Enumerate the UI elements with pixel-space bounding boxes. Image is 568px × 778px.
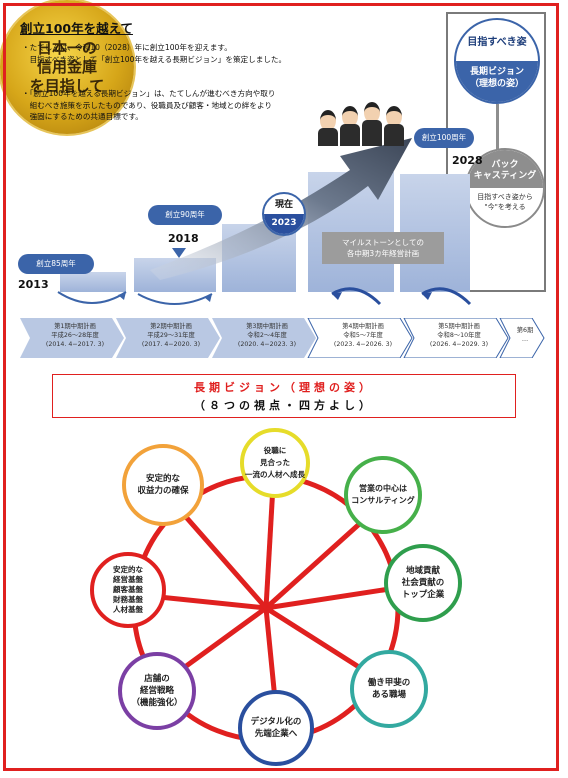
phase-2-span: (2017. 4−2020. 3) bbox=[141, 341, 201, 348]
phase-2-name: 第2期中期計画 bbox=[150, 323, 192, 330]
phase-5-span: (2026. 4−2029. 3) bbox=[429, 341, 489, 348]
phase-timeline: 第1期中期計画 平成26〜28年度 (2014. 4−2017. 3) 第2期中… bbox=[20, 318, 545, 358]
long-vision-label: 長期ビジョン （理想の姿） bbox=[456, 61, 538, 102]
phase-5-era: 令和8〜10年度 bbox=[437, 332, 481, 339]
intro-bullet-1: ・たてしんは、令和10（2028）年に創立100年を迎えます。 目指すべき姿とし… bbox=[22, 43, 287, 64]
phase-2: 第2期中期計画 平成29〜31年度 (2017. 4−2020. 3) bbox=[126, 318, 216, 358]
phase-3-span: (2020. 4−2023. 3) bbox=[237, 341, 297, 348]
phase-6-name: 第6期 bbox=[516, 327, 534, 334]
perspective-consulting: 営業の中心は コンサルティング bbox=[344, 456, 422, 534]
cycle-arrows bbox=[57, 287, 472, 306]
perspective-foundation: 安定的な 経営基盤 顧客基盤 財務基盤 人材基盤 bbox=[90, 552, 166, 628]
year-2018: 2018 bbox=[168, 232, 199, 245]
vision-banner-line2: （８つの視点・四方よし） bbox=[194, 399, 374, 412]
phase-4-name: 第4期中期計画 bbox=[342, 323, 384, 330]
phase-2-era: 平成29〜31年度 bbox=[147, 332, 195, 339]
backcasting-circle: バック キャスティング 目指すべき姿から "今"を考える bbox=[465, 148, 545, 228]
phase-6: 第6期 … bbox=[508, 318, 542, 358]
phase-4-era: 令和5〜7年度 bbox=[343, 332, 383, 339]
year-2018-marker-icon bbox=[172, 248, 186, 258]
vision-banner: 長期ビジョン（理想の姿） （８つの視点・四方よし） bbox=[52, 374, 516, 418]
phase-1-era: 平成26〜28年度 bbox=[51, 332, 99, 339]
vision-connector bbox=[496, 104, 499, 150]
ideal-text: （理想の姿） bbox=[469, 79, 524, 89]
intro-bullet-2: ・「創立100年を越える長期ビジョン」は、たてしんが進むべき方向や取り 組むべき… bbox=[22, 89, 276, 121]
phase-5: 第5期中期計画 令和8〜10年度 (2026. 4−2029. 3) bbox=[414, 318, 504, 358]
target-label: 目指すべき姿 bbox=[467, 37, 527, 48]
phase-6-era: … bbox=[521, 336, 529, 343]
page-title: 創立100年を越えて bbox=[20, 21, 133, 36]
anniv-85-label: 創立85周年 bbox=[18, 254, 94, 274]
milestone-box: マイルストーンとしての 各中期3カ年経営計画 bbox=[322, 232, 444, 264]
anniv-90-label: 創立90周年 bbox=[148, 205, 222, 225]
phase-arrows bbox=[20, 318, 545, 358]
perspective-branch: 店舗の 経営戦略 （機能強化） bbox=[118, 652, 196, 730]
phase-1: 第1期中期計画 平成26〜28年度 (2014. 4−2017. 3) bbox=[30, 318, 120, 358]
perspective-profitability: 安定的な 収益力の確保 bbox=[122, 444, 204, 526]
vision-circle: 目指すべき姿 長期ビジョン （理想の姿） bbox=[454, 18, 540, 104]
phase-3: 第3期中期計画 令和2〜4年度 (2020. 4−2023. 3) bbox=[222, 318, 312, 358]
phase-3-name: 第3期中期計画 bbox=[246, 323, 288, 330]
long-vision-text: 長期ビジョン bbox=[469, 67, 524, 77]
vision-banner-line1: 長期ビジョン（理想の姿） bbox=[194, 381, 374, 394]
staff-group-icon bbox=[318, 100, 414, 146]
page-frame bbox=[3, 3, 559, 771]
phase-3-era: 令和2〜4年度 bbox=[247, 332, 287, 339]
phase-1-name: 第1期中期計画 bbox=[54, 323, 96, 330]
year-2023: 2023 bbox=[264, 214, 304, 234]
year-2013: 2013 bbox=[18, 278, 49, 291]
bar-2013 bbox=[60, 272, 126, 292]
phase-5-name: 第5期中期計画 bbox=[438, 323, 480, 330]
current-label: 現在 bbox=[274, 200, 293, 210]
perspective-talent: 役職に 見合った 一流の人材へ成長 bbox=[240, 428, 310, 498]
phase-4: 第4期中期計画 令和5〜7年度 (2023. 4−2026. 3) bbox=[318, 318, 408, 358]
central-goal: 日本一の 信用金庫 を目指して bbox=[0, 0, 134, 134]
year-2028: 2028 bbox=[452, 154, 483, 167]
perspective-workplace: 働き甲斐の ある職場 bbox=[350, 650, 428, 728]
perspective-community: 地域貢献 社会貢献の トップ企業 bbox=[384, 544, 462, 622]
growth-arrow bbox=[150, 138, 412, 280]
anniv-100-label: 創立100周年 bbox=[414, 128, 474, 148]
current-marker: 現在 2023 bbox=[262, 192, 306, 236]
phase-1-span: (2014. 4−2017. 3) bbox=[45, 341, 105, 348]
perspective-digital: デジタル化の 先端企業へ bbox=[238, 690, 314, 766]
backcasting-subtitle: 目指すべき姿から "今"を考える bbox=[477, 193, 533, 211]
phase-4-span: (2023. 4−2026. 3) bbox=[333, 341, 393, 348]
